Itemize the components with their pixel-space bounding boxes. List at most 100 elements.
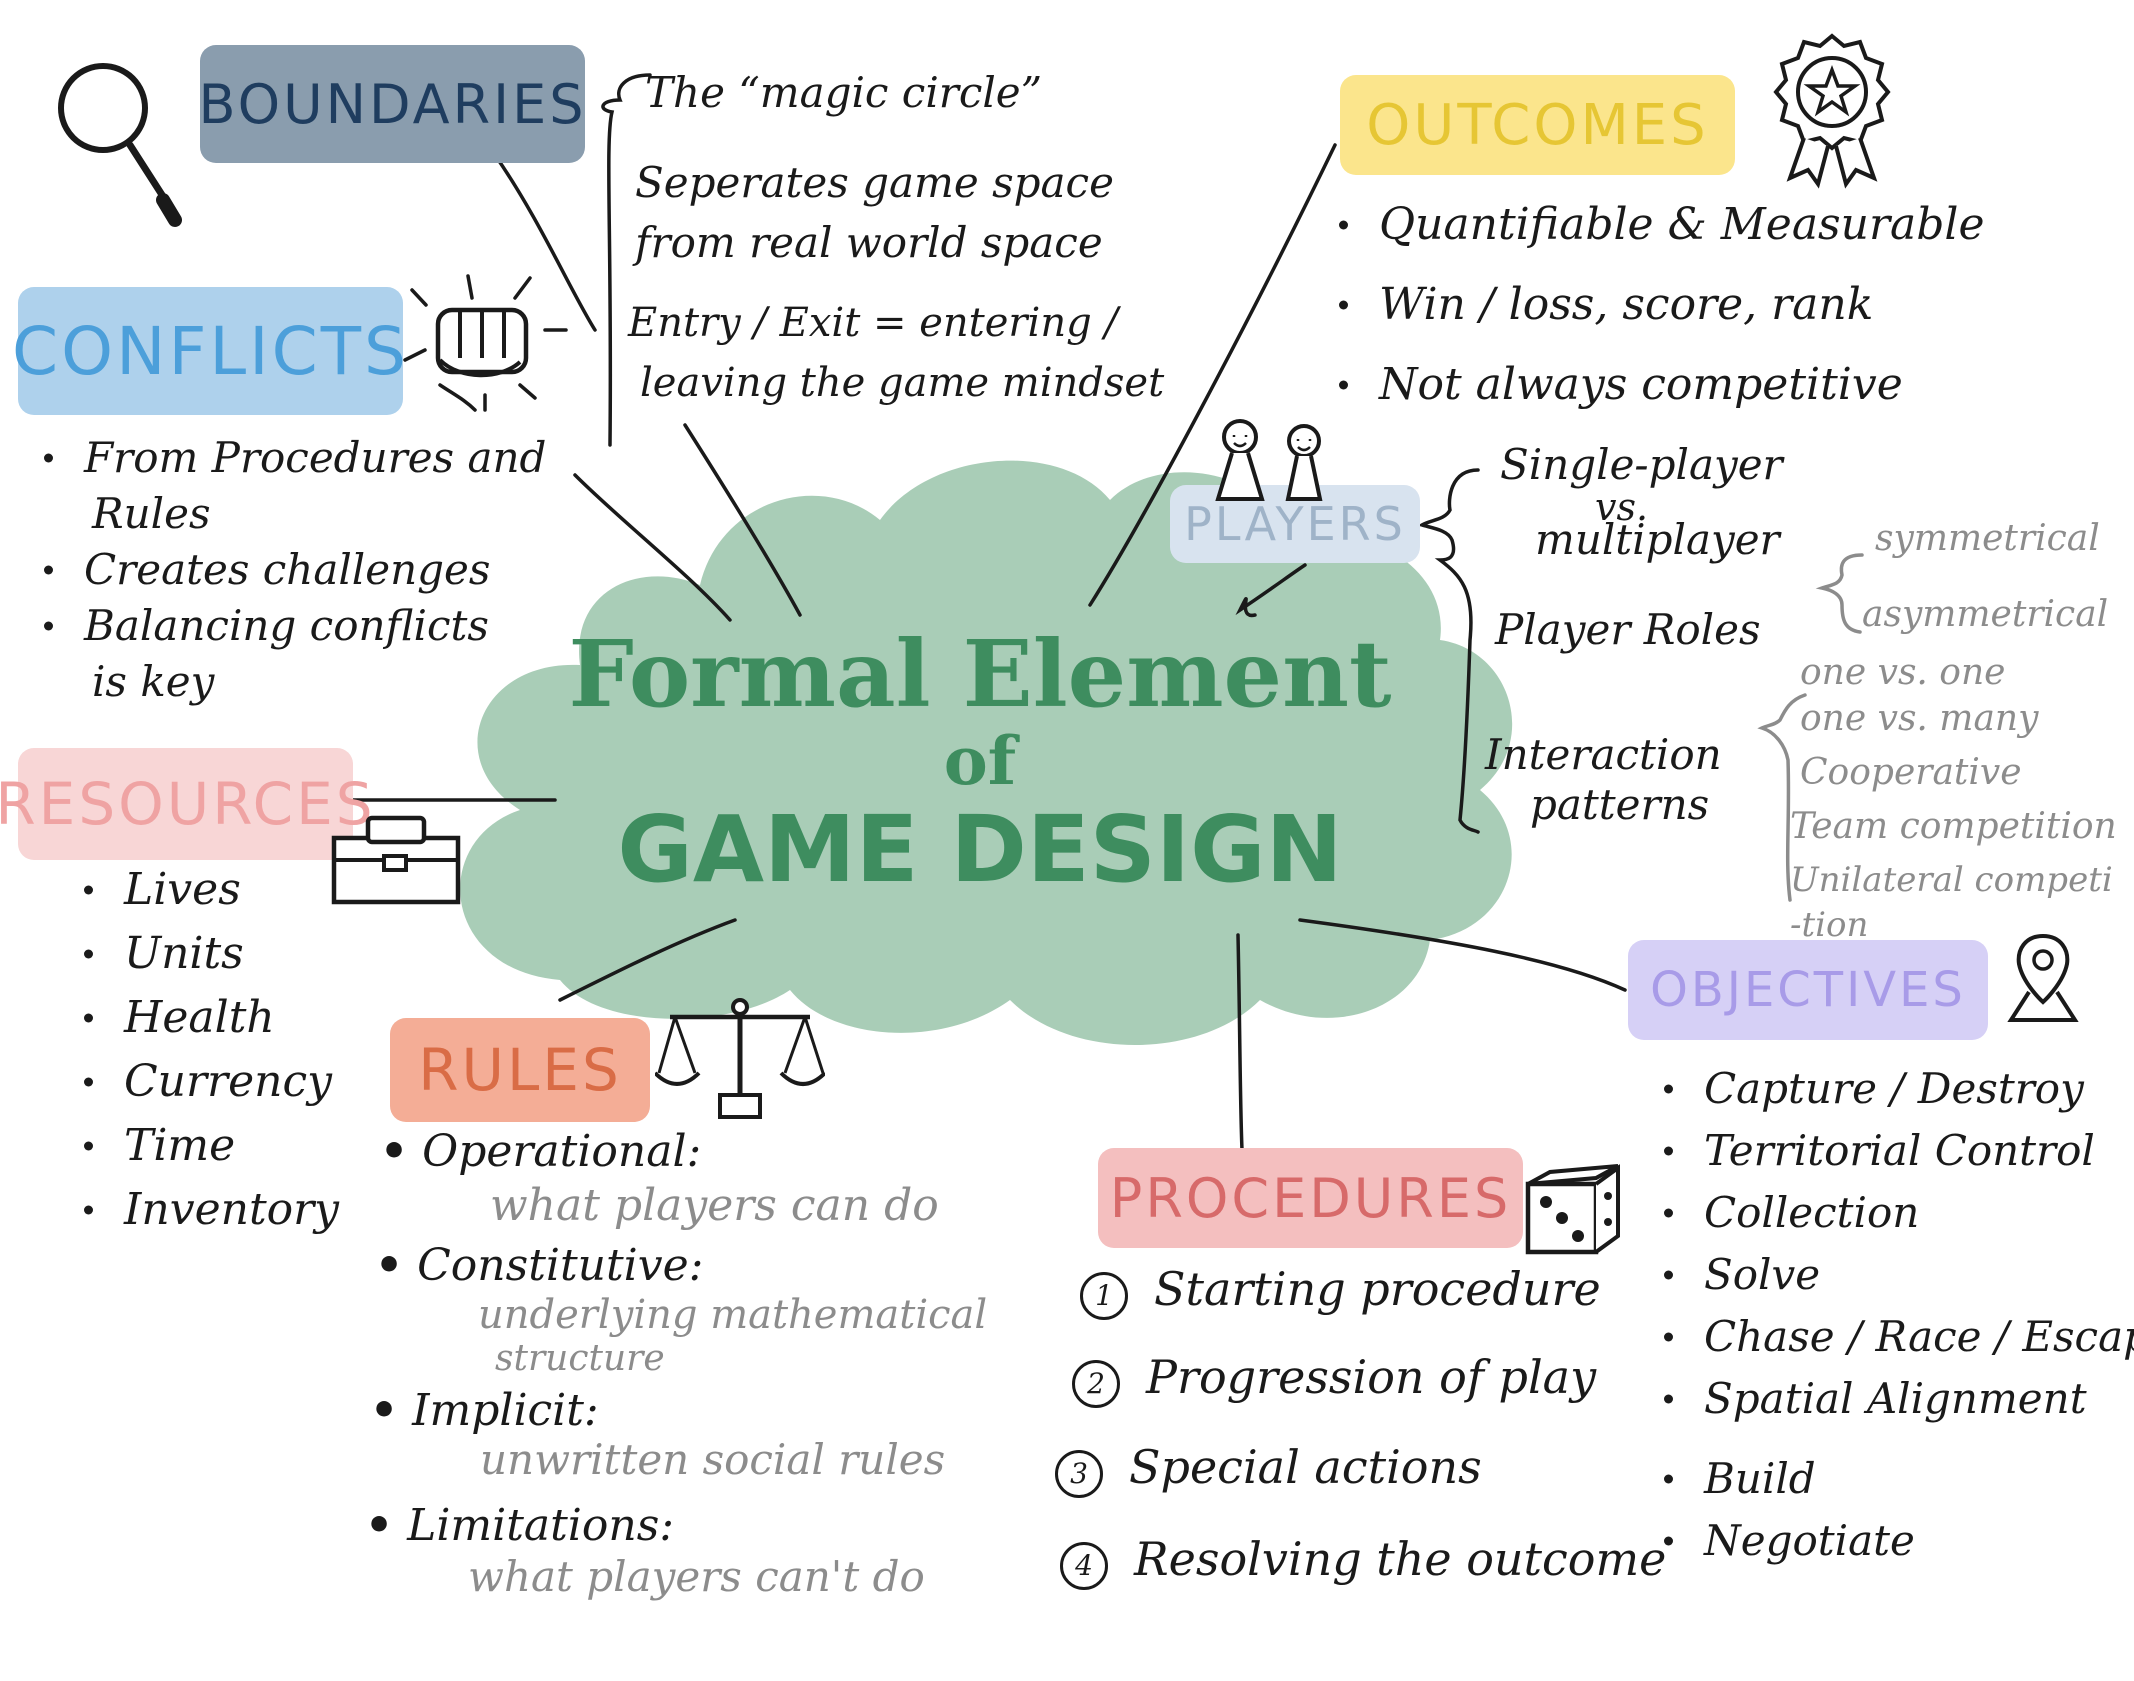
- central-cloud: [460, 460, 1513, 1045]
- outcomes-list: Quantifiable & Measurable Win / loss, sc…: [1335, 185, 1985, 425]
- boundaries-tag: BOUNDARIES: [199, 45, 585, 163]
- interaction-pattern-2: one vs. many: [1800, 698, 2039, 739]
- interaction-brace: [1757, 693, 1807, 902]
- objectives-item-solve: Solve: [1660, 1244, 2134, 1306]
- interaction-pattern-5: Unilateral competi: [1790, 860, 2113, 900]
- resources-item-health: Health: [80, 986, 339, 1050]
- conflicts-item-1-cont: Rules: [92, 489, 211, 538]
- players-label: PLAYERS: [1184, 497, 1406, 551]
- resources-tag: RESOURCES: [0, 748, 373, 860]
- players-connector: [1235, 563, 1307, 618]
- players-interaction: Interaction: [1485, 730, 1722, 779]
- interaction-pattern-3: Cooperative: [1800, 752, 2022, 793]
- outcomes-item-3: Not always competitive: [1335, 345, 1985, 425]
- award-rosette-icon: [1773, 33, 1891, 189]
- rules-item-operational: • Operational:: [380, 1126, 702, 1177]
- step-number: 3: [1055, 1450, 1103, 1498]
- objectives-label: OBJECTIVES: [1650, 962, 1966, 1018]
- boundaries-note-3: from real world space: [635, 218, 1103, 267]
- players-roles-asymmetrical: asymmetrical: [1862, 594, 2109, 635]
- conflicts-tag: CONFLICTS: [12, 287, 406, 415]
- boundaries-bracket: [601, 73, 652, 447]
- resources-list: Lives Units Health Currency Time Invento…: [80, 858, 339, 1242]
- rules-term: Implicit:: [412, 1385, 599, 1436]
- objectives-list: Capture / Destroy Territorial Control Co…: [1660, 1058, 2134, 1572]
- objectives-item-collection: Collection: [1660, 1182, 2134, 1244]
- central-title: Formal Element of GAME DESIGN: [560, 600, 1400, 940]
- rules-desc: underlying mathematical: [478, 1292, 988, 1338]
- fist-ray: [466, 274, 474, 300]
- title-line-3: GAME DESIGN: [617, 796, 1343, 903]
- procedures-label: PROCEDURES: [1109, 1166, 1512, 1230]
- conflicts-item-2: Creates challenges: [40, 542, 546, 598]
- rules-item-limitations: • Limitations:: [365, 1500, 675, 1551]
- players-tag: PLAYERS: [1170, 485, 1420, 563]
- rules-connector: [558, 918, 737, 1002]
- interaction-pattern-1: one vs. one: [1800, 652, 2006, 693]
- fist-icon: [435, 307, 529, 378]
- pawns-icon: [1215, 419, 1323, 501]
- resources-item-inventory: Inventory: [80, 1178, 339, 1242]
- magnifier-icon: [58, 63, 182, 227]
- dice-icon: [1525, 1164, 1620, 1255]
- interaction-pattern-4: Team competition: [1790, 806, 2117, 847]
- fist-ray: [518, 383, 537, 400]
- procedures-step-4: 4 Resolving the outcome: [1060, 1532, 1666, 1590]
- procedures-tag: PROCEDURES: [1098, 1148, 1523, 1248]
- boundaries-note-1: The “magic circle”: [645, 68, 1043, 117]
- boundaries-notes-connector: [683, 423, 802, 617]
- procedures-connector: [1236, 933, 1244, 1152]
- rules-item-constitutive: • Constitutive:: [375, 1240, 704, 1291]
- outcomes-item-2: Win / loss, score, rank: [1335, 265, 1985, 345]
- objectives-tag: OBJECTIVES: [1628, 940, 1988, 1040]
- objectives-item-spatial: Spatial Alignment: [1660, 1368, 2134, 1430]
- step-text: Starting procedure: [1154, 1262, 1601, 1316]
- players-multi: multiplayer: [1535, 515, 1780, 564]
- interaction-pattern-5-cont: -tion: [1790, 905, 1869, 945]
- fist-ray: [410, 288, 428, 307]
- rules-tag: RULES: [390, 1018, 650, 1122]
- conflicts-item-3: Balancing conflicts: [40, 598, 546, 654]
- outcomes-tag: OUTCOMES: [1340, 75, 1735, 175]
- boundaries-note-4: Entry / Exit = entering /: [628, 300, 1118, 346]
- objectives-item-chase: Chase / Race / Escape: [1660, 1306, 2134, 1368]
- rules-term: Limitations:: [407, 1500, 675, 1551]
- rules-desc: what players can do: [490, 1180, 939, 1231]
- objectives-item-territorial: Territorial Control: [1660, 1120, 2134, 1182]
- toolbox-icon: [331, 815, 461, 905]
- fist-ray: [513, 276, 532, 300]
- resources-item-time: Time: [80, 1114, 339, 1178]
- step-text: Resolving the outcome: [1134, 1532, 1667, 1586]
- conflicts-connector: [573, 473, 732, 622]
- resources-item-currency: Currency: [80, 1050, 339, 1114]
- boundaries-note-5: leaving the game mindset: [640, 360, 1165, 406]
- objectives-item-capture: Capture / Destroy: [1660, 1058, 2134, 1120]
- conflicts-fist-connector: [438, 383, 477, 412]
- step-text: Progression of play: [1146, 1350, 1597, 1404]
- title-line-1: Formal Element: [568, 620, 1392, 728]
- rules-label: RULES: [418, 1036, 622, 1104]
- boundaries-note-2: Seperates game space: [635, 158, 1114, 207]
- rules-desc-cont: structure: [495, 1338, 665, 1379]
- players-roles-symmetrical: symmetrical: [1875, 518, 2100, 559]
- boundaries-connector: [493, 153, 597, 332]
- rules-term: Constitutive:: [417, 1240, 704, 1291]
- outcomes-connector: [1088, 143, 1337, 607]
- rules-term: Operational:: [422, 1126, 702, 1177]
- players-brace: [1417, 468, 1480, 834]
- rules-item-implicit: • Implicit:: [370, 1385, 599, 1436]
- location-pin-icon: [2007, 933, 2079, 1022]
- step-number: 4: [1060, 1542, 1108, 1590]
- players-single: Single-player: [1500, 440, 1783, 489]
- resources-item-units: Units: [80, 922, 339, 986]
- title-line-2: of: [943, 722, 1017, 800]
- conflicts-label: CONFLICTS: [12, 312, 409, 390]
- roles-brace: [1815, 553, 1864, 634]
- objectives-item-negotiate: Negotiate: [1660, 1510, 2134, 1572]
- fist-ray: [403, 348, 427, 362]
- conflicts-item-3-cont: is key: [92, 657, 215, 706]
